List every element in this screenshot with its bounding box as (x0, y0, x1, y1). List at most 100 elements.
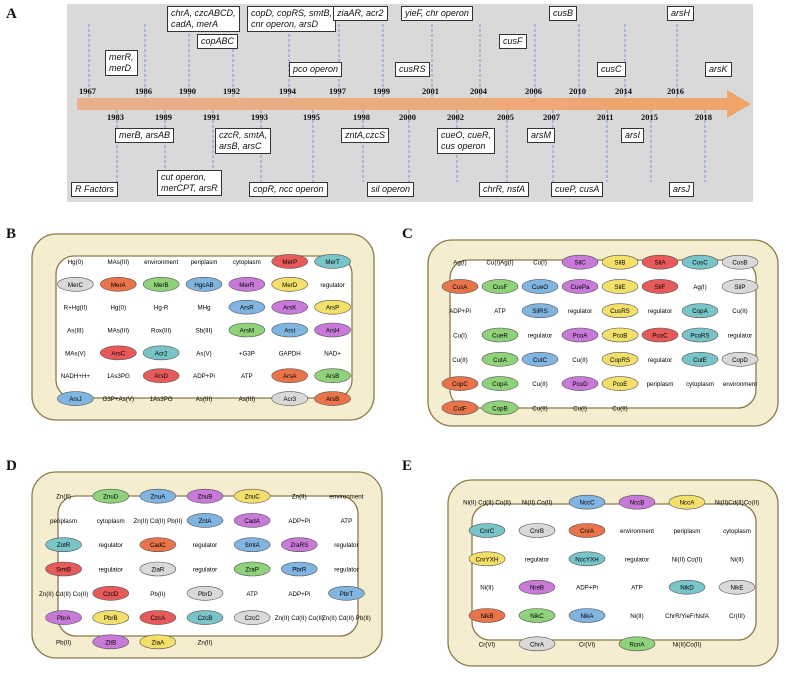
protein-shape (568, 523, 606, 538)
diagram-label: G3P+As(V) (103, 396, 134, 403)
diagram-label: regulator (99, 567, 123, 574)
timeline-year: 2004 (470, 86, 487, 96)
protein-shape (441, 376, 479, 391)
diagram-label: As(III) (239, 396, 256, 403)
diagram-label: NreB (530, 585, 544, 592)
panel-label-b: B (6, 226, 17, 242)
diagram-label: Hg(0) (68, 259, 83, 266)
diagram-label: MAs(III) (107, 259, 129, 266)
diagram-label: CopRS (610, 357, 630, 364)
protein-shape (139, 488, 177, 504)
protein-shape (99, 345, 137, 361)
diagram-label: NccYXH (575, 556, 598, 563)
diagram-label: environment (723, 381, 757, 388)
timeline-event: arsK (705, 62, 732, 77)
diagram-label: SmtA (245, 542, 261, 549)
timeline-event: arsM (527, 128, 555, 143)
diagram-label: ArsI (284, 328, 295, 335)
protein-shape (186, 585, 224, 601)
diagram-label: ArsR (240, 305, 254, 312)
diagram-label: regulator (525, 556, 549, 563)
protein-shape (328, 585, 365, 601)
diagram-label: GAPDH (279, 350, 301, 357)
protein-shape (481, 327, 519, 343)
diagram-label: Cu(II) (532, 381, 547, 388)
diagram-label: Cu(I) (533, 260, 547, 267)
diagram-label: Ag(I) (693, 284, 706, 291)
diagram-label: HgcAB (194, 282, 213, 289)
diagram-label: ZnuD (103, 494, 119, 501)
protein-shape (681, 351, 719, 367)
diagram-label: ZitB (105, 639, 116, 646)
panel-label-e: E (402, 458, 413, 474)
diagram-label: As(III) (196, 396, 213, 403)
protein-shape (186, 610, 224, 625)
timeline-event: arsH (667, 6, 695, 21)
protein-shape (139, 610, 177, 625)
protein-shape (718, 579, 756, 595)
protein-shape (721, 254, 759, 270)
timeline-event: cut operon,merCPT, arsR (157, 170, 222, 196)
protein-shape (280, 537, 318, 553)
diagram-label: NikC (530, 613, 544, 620)
diagram-label: periplasm (647, 381, 674, 388)
protein-shape (568, 551, 606, 567)
diagram-label: PbrB (104, 615, 118, 622)
protein-shape (561, 327, 599, 343)
protein-shape (521, 351, 559, 367)
diagram-label: ArsH (326, 328, 340, 335)
diagram-label: Cu(II) (612, 405, 627, 412)
diagram-label: ATP (341, 518, 353, 525)
protein-shape (314, 299, 351, 315)
protein-shape (641, 254, 679, 270)
protein-shape (142, 276, 180, 292)
protein-shape (271, 391, 309, 406)
diagram-label: PbrA (57, 615, 72, 622)
diagram-label: CnrC (480, 528, 495, 535)
diagram-label: ZiaA (151, 639, 165, 646)
protein-shape (57, 391, 94, 406)
protein-shape (271, 368, 309, 384)
diagram-label: NikE (730, 585, 743, 592)
timeline-event: pco operon (289, 62, 343, 77)
protein-shape (233, 537, 271, 553)
diagram-label: As(V) (196, 350, 211, 357)
diagram-label: MHg (197, 305, 211, 312)
diagram-label: Sb(III) (196, 328, 213, 335)
protein-shape (641, 279, 679, 294)
panel-label-c: C (402, 226, 413, 242)
diagram-label: Ni(II) Cd(II) Co(II) (463, 500, 511, 507)
diagram-label: ATP (631, 585, 643, 592)
diagram-label: Ni(II) (480, 585, 493, 592)
diagram-label: MerD (282, 282, 298, 289)
timeline-year: 1986 (135, 86, 152, 96)
panel-label-d: D (6, 458, 17, 474)
diagram-label: Hg(0) (111, 305, 126, 312)
diagram-label: ATP (246, 591, 258, 598)
diagram-label: MerR (239, 282, 255, 289)
timeline-year: 2005 (497, 112, 514, 122)
protein-shape (139, 634, 177, 650)
diagram-label: Pb(II) (56, 639, 71, 646)
diagram-label: cytoplasm (686, 381, 714, 388)
diagram-label: As(III) (67, 328, 84, 335)
protein-shape (228, 322, 266, 338)
diagram-label: Pb(II) (150, 591, 165, 598)
diagram-label: Ni(II) Co(II) (672, 556, 703, 563)
protein-shape (142, 368, 180, 384)
protein-shape (681, 254, 719, 270)
protein-shape (568, 494, 606, 510)
protein-shape (601, 376, 639, 391)
timeline-event: sil operon (367, 182, 415, 197)
diagram-label: PcoB (613, 333, 628, 340)
protein-shape (228, 276, 266, 292)
diagram-label: Ni(II) Co(II) (522, 500, 553, 507)
diagram-label: PbrT (340, 591, 354, 598)
protein-shape (271, 299, 309, 315)
diagram-label: regulator (99, 542, 123, 549)
protein-shape (45, 561, 82, 577)
diagram-label: Cu(II) (532, 405, 547, 412)
timeline-year: 1983 (107, 112, 124, 122)
diagram-label: MAs(V) (65, 350, 86, 357)
protein-shape (668, 494, 706, 510)
